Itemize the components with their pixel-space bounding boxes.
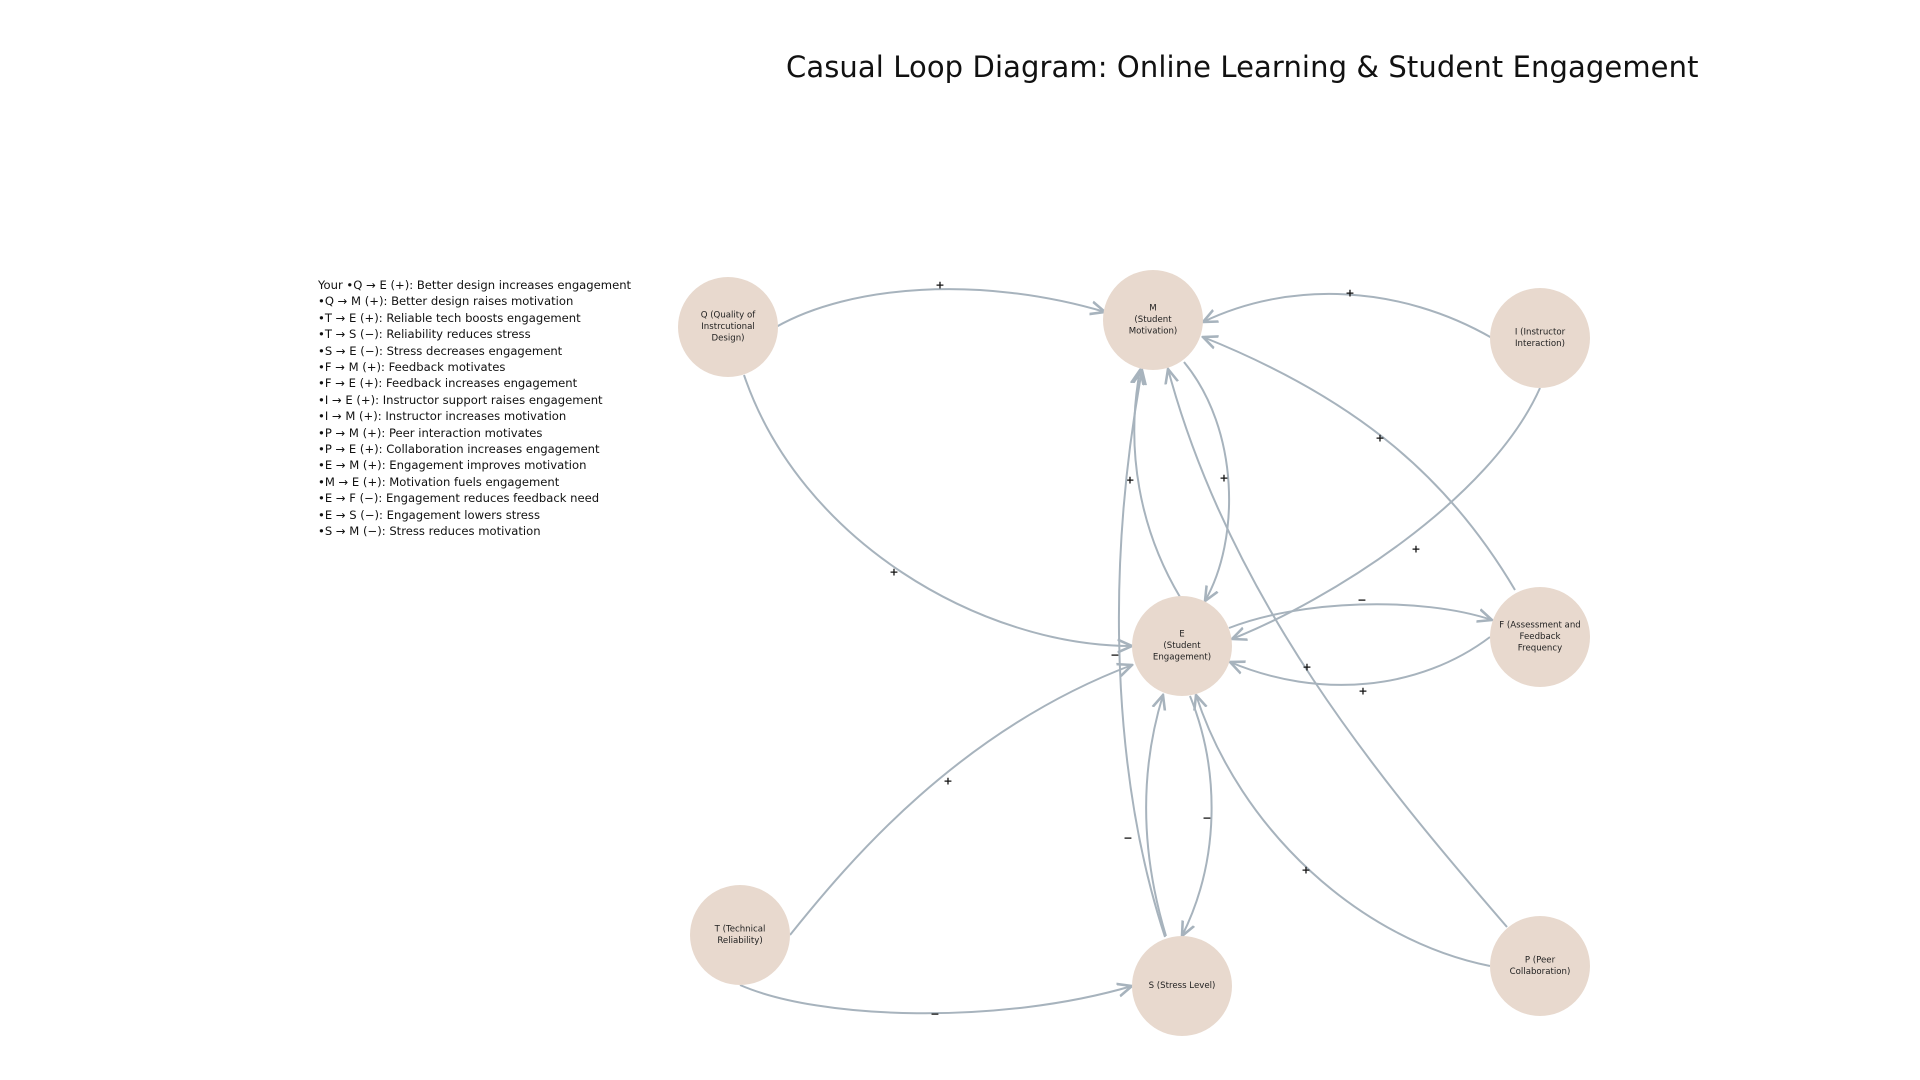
edge-i-to-m (1203, 292, 1493, 339)
node-circle (1490, 916, 1590, 1016)
node-label-line: Instrcutional (701, 322, 754, 332)
node-label-line: Engagement) (1153, 653, 1211, 663)
edge-s-to-e (1145, 695, 1167, 937)
legend-item: •F → E (+): Feedback increases engagemen… (318, 376, 578, 391)
edge-sign-s-e: − (1123, 832, 1132, 845)
edge-sign-e-s: − (1202, 812, 1211, 825)
node-label-line: Collaboration) (1510, 967, 1571, 977)
legend-item: •S → E (−): Stress decreases engagement (318, 343, 563, 358)
legend-item: •P → M (+): Peer interaction motivates (318, 425, 543, 440)
edge-p-to-m (1168, 369, 1508, 928)
legend-item: Your •Q → E (+): Better design increases… (318, 278, 632, 292)
edge-sign-t-e: + (943, 775, 952, 788)
node-label-line: M (1149, 304, 1156, 314)
node-label-line: Reliability) (717, 936, 762, 946)
legend-item: •E → S (−): Engagement lowers stress (318, 507, 541, 522)
legend-item: •I → M (+): Instructor increases motivat… (318, 409, 567, 424)
edge-sign-e-m: + (1125, 474, 1134, 487)
node-s: S (Stress Level) (1132, 936, 1232, 1036)
node-label-line: S (Stress Level) (1149, 981, 1216, 991)
node-label-line: I (Instructor (1515, 327, 1566, 337)
legend-item: •P → E (+): Collaboration increases enga… (318, 442, 600, 457)
edge-p-to-e (1196, 695, 1491, 967)
edge-f-to-m (1203, 337, 1516, 591)
edge-sign-p-m: + (1302, 661, 1311, 674)
edge-m-to-e (1183, 361, 1230, 601)
edge-e-to-m (1134, 370, 1181, 598)
node-label-line: Frequency (1518, 644, 1562, 654)
node-label-line: E (1179, 630, 1184, 640)
node-circle (1103, 270, 1203, 370)
legend-item: •Q → M (+): Better design raises motivat… (318, 294, 574, 309)
legend-item: •F → M (+): Feedback motivates (318, 360, 506, 375)
edge-q-to-e (743, 374, 1132, 646)
edge-t-to-e (789, 665, 1132, 936)
edge-sign-m-e: + (1219, 472, 1228, 485)
edge-i-to-e (1232, 387, 1541, 639)
node-label-line: P (Peer (1525, 955, 1556, 965)
edge-e-to-s (1182, 695, 1213, 936)
node-label-line: Feedback (1520, 632, 1561, 642)
edge-sign-s-m: − (1110, 649, 1119, 662)
edge-sign-q-m: + (935, 279, 944, 292)
node-circle (1132, 936, 1232, 1036)
node-circle (1490, 587, 1590, 687)
node-label-line: F (Assessment and (1499, 621, 1580, 631)
legend-list: Your •Q → E (+): Better design increases… (318, 277, 631, 540)
node-label-line: (Student (1134, 315, 1172, 325)
node-label-line: Design) (711, 334, 744, 344)
edge-e-to-f (1228, 603, 1492, 629)
edge-sign-i-e: + (1411, 543, 1420, 556)
node-circle (690, 885, 790, 985)
edge-sign-f-m: + (1375, 432, 1384, 445)
edges-layer: + + + + + + + − + + − + − − + − (739, 279, 1541, 1021)
edge-sign-t-s: − (930, 1008, 939, 1021)
legend-item: •M → E (+): Motivation fuels engagement (318, 474, 560, 489)
legend-item: •T → E (+): Reliable tech boosts engagem… (318, 310, 581, 325)
edge-f-to-e (1230, 636, 1491, 686)
legend-item: •T → S (−): Reliability reduces stress (318, 327, 531, 342)
legend-item: •S → M (−): Stress reduces motivation (318, 524, 541, 539)
edge-sign-i-m: + (1345, 287, 1354, 300)
diagram-title: Casual Loop Diagram: Online Learning & S… (786, 50, 1699, 84)
node-circle (1132, 596, 1232, 696)
legend-item: •E → F (−): Engagement reduces feedback … (318, 491, 600, 506)
node-label-line: Q (Quality of (701, 311, 757, 321)
edge-sign-f-e: + (1358, 685, 1367, 698)
node-label-line: Motivation) (1129, 327, 1178, 337)
legend-item: •E → M (+): Engagement improves motivati… (318, 458, 587, 473)
edge-t-to-s (739, 985, 1132, 1015)
node-label-line: Interaction) (1515, 339, 1565, 349)
edge-q-to-m (775, 288, 1105, 328)
edge-sign-q-e: + (889, 566, 898, 579)
node-circle (678, 277, 778, 377)
legend-item: •I → E (+): Instructor support raises en… (318, 392, 603, 407)
node-circle (1490, 288, 1590, 388)
node-label-line: T (Technical (714, 924, 766, 934)
edge-sign-e-f: − (1357, 594, 1366, 607)
nodes-layer: Q (Quality ofInstrcutionalDesign)M(Stude… (678, 270, 1590, 1036)
node-label-line: (Student (1163, 641, 1201, 651)
edge-s-to-m (1117, 370, 1166, 938)
edge-sign-p-e: + (1301, 864, 1310, 877)
